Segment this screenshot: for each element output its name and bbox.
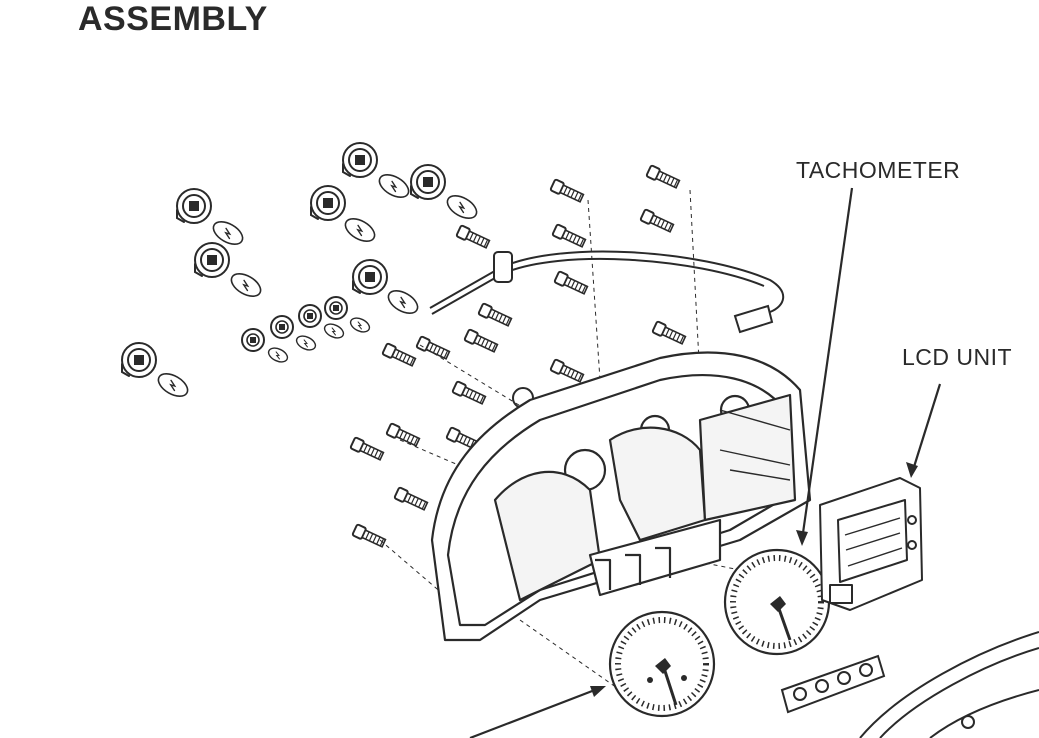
meter-housing bbox=[430, 351, 812, 642]
lcd-unit bbox=[819, 477, 923, 611]
indicator-lens-strip bbox=[780, 654, 886, 714]
speedometer-dial bbox=[608, 610, 716, 718]
arrowheads bbox=[590, 462, 918, 697]
leader-arrows bbox=[469, 187, 942, 738]
tachometer-dial bbox=[723, 548, 831, 656]
bulb-sockets bbox=[121, 142, 482, 402]
meter-case-cover bbox=[859, 631, 1039, 738]
page-heading: ASSEMBLY bbox=[78, 0, 268, 38]
tachometer-label: TACHOMETER bbox=[796, 157, 961, 183]
lcd-unit-label: LCD UNIT bbox=[902, 344, 1013, 370]
